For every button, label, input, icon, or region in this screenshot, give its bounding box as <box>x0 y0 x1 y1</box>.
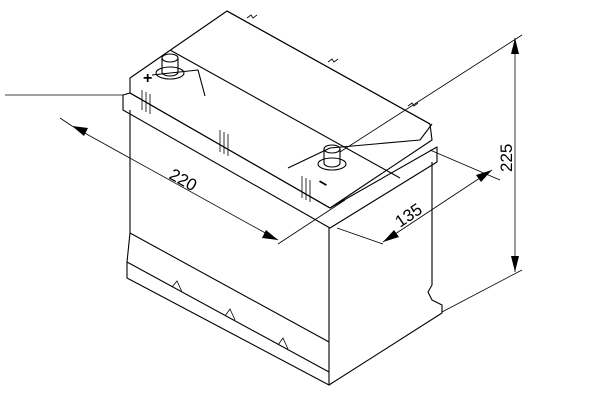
battery-body <box>122 10 443 386</box>
dimension-width: 135 <box>336 149 501 245</box>
dimension-height: 225 <box>339 34 523 313</box>
negative-terminal: − <box>314 144 347 193</box>
positive-symbol: + <box>143 70 152 87</box>
width-label: 135 <box>392 200 426 232</box>
dimension-length: 220 <box>5 94 346 245</box>
negative-symbol: − <box>314 174 331 193</box>
length-label: 220 <box>166 165 200 195</box>
positive-terminal: + <box>143 53 185 87</box>
height-label: 225 <box>497 144 516 172</box>
